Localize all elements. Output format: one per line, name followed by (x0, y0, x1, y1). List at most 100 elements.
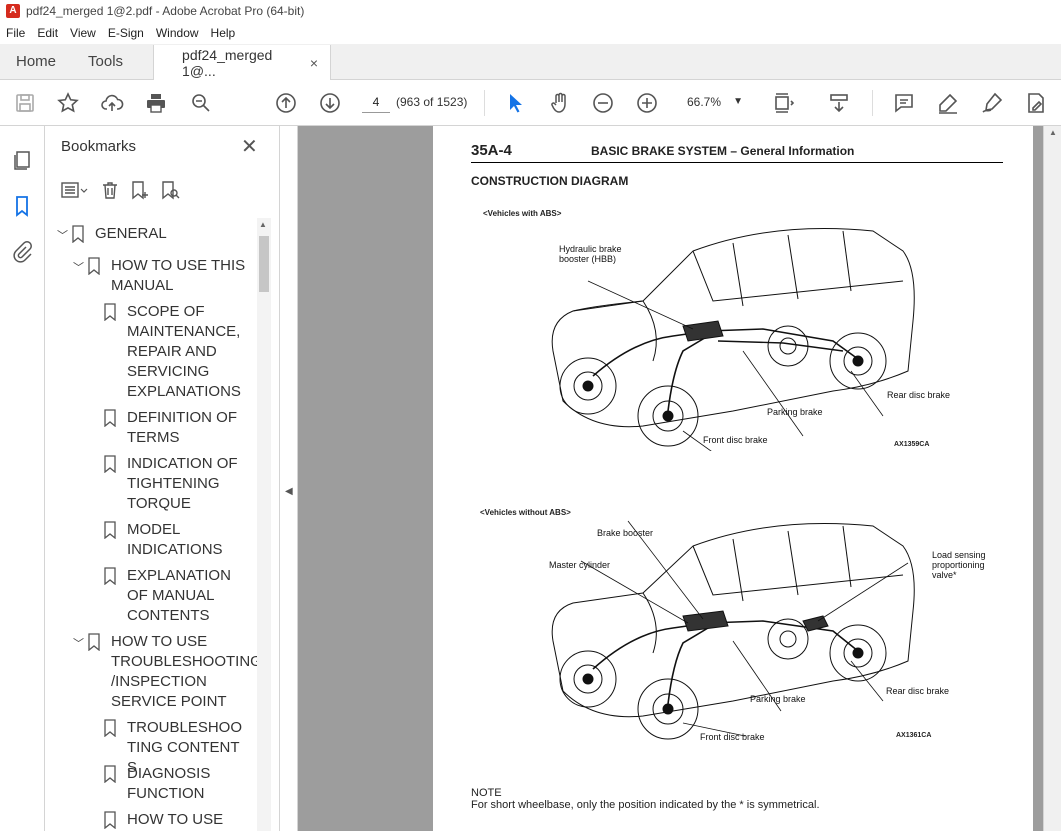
menu-bar: File Edit View E-Sign Window Help (0, 22, 1061, 44)
new-bookmark-icon[interactable] (125, 178, 155, 202)
page-code: 35A-4 (471, 142, 512, 159)
bookmark-label: MODEL INDICATIONS (127, 521, 223, 558)
hand-tool-icon[interactable] (547, 90, 573, 116)
bookmark-item[interactable]: SCOPE OF MAINTENANCE, REPAIR AND SERVICI… (103, 302, 247, 402)
edit-pdf-icon[interactable] (1023, 90, 1049, 116)
find-bookmark-icon[interactable] (155, 178, 185, 202)
bookmark-item[interactable]: EXPLANATION OF MANUAL CONTENTS (103, 566, 251, 626)
document-scrollbar[interactable]: ▲ (1043, 126, 1061, 831)
bookmark-icon (104, 455, 116, 473)
bookmark-icon (104, 811, 116, 829)
bookmark-item[interactable]: ﹀ HOW TO USE TROUBLESHOOTING /INSPECTION… (73, 632, 262, 712)
bookmark-options-icon[interactable] (59, 178, 89, 202)
scroll-mode-icon[interactable] (826, 90, 852, 116)
bookmark-icon (104, 719, 116, 737)
menu-file[interactable]: File (6, 26, 26, 40)
highlight-pen-icon[interactable] (935, 90, 961, 116)
toolbar-divider (872, 90, 873, 116)
next-page-icon[interactable] (317, 90, 343, 116)
zoom-in-icon[interactable] (634, 90, 660, 116)
bookmark-icon (88, 257, 100, 275)
diagram-label: Rear disc brake (886, 686, 950, 696)
zoom-search-icon[interactable] (188, 90, 214, 116)
zoom-level-value: 66.7% (687, 95, 722, 109)
chevron-down-icon: ▼ (733, 96, 743, 107)
star-icon[interactable] (55, 90, 81, 116)
zoom-level-dropdown[interactable]: 66.7% ▼ (677, 91, 747, 113)
menu-help[interactable]: Help (210, 26, 236, 40)
chevron-down-icon[interactable]: ﹀ (73, 638, 84, 650)
bookmark-item[interactable]: DIAGNOSIS FUNCTION (103, 764, 247, 804)
menu-edit[interactable]: Edit (37, 26, 59, 40)
upload-cloud-icon[interactable] (99, 90, 125, 116)
bookmark-label: DIAGNOSIS FUNCTION (127, 765, 211, 802)
vehicle-brake-diagram-no-abs (551, 520, 915, 740)
delete-bookmark-icon[interactable] (95, 178, 125, 202)
bookmarks-toolbar (59, 178, 185, 202)
bookmark-item[interactable]: MODEL INDICATIONS (103, 520, 247, 560)
menu-view[interactable]: View (70, 26, 96, 40)
bookmark-label: EXPLANATION OF MANUAL CONTENTS (127, 567, 231, 624)
bookmark-item[interactable]: HOW TO USE (103, 810, 247, 830)
note-text: For short wheelbase, only the position i… (471, 799, 820, 811)
pdf-page: 35A-4 BASIC BRAKE SYSTEM – General Infor… (433, 126, 1033, 831)
scroll-up-icon[interactable]: ▲ (1049, 128, 1057, 137)
diagram-label: Parking brake (767, 407, 823, 417)
bookmark-label: DEFINITION OF TERMS (127, 409, 237, 446)
bookmark-item[interactable]: DEFINITION OF TERMS (103, 408, 247, 448)
document-tab-label: pdf24_merged 1@... (182, 47, 273, 79)
document-viewer[interactable]: 35A-4 BASIC BRAKE SYSTEM – General Infor… (298, 126, 1043, 831)
toolbar-divider (484, 90, 485, 116)
bookmarks-scrollbar[interactable]: ▲ (257, 218, 271, 831)
bookmark-item[interactable]: TROUBLESHOOTING CONTENTS (103, 718, 245, 778)
diagram-label: Rear disc brake (887, 390, 951, 400)
bookmark-icon (104, 521, 116, 539)
attachments-paperclip-icon[interactable] (10, 240, 34, 264)
save-icon[interactable] (12, 90, 38, 116)
bookmark-label: GENERAL (95, 225, 167, 242)
diagram-label: Brake booster (597, 528, 654, 538)
bookmark-label: HOW TO USE THIS MANUAL (111, 257, 246, 294)
page-header-title: BASIC BRAKE SYSTEM – General Information (591, 144, 855, 158)
vehicle-brake-diagram-abs (551, 228, 915, 451)
tab-home[interactable]: Home (16, 53, 57, 70)
bookmark-item[interactable]: ﹀ HOW TO USE THIS MANUAL (73, 256, 246, 296)
note-heading: NOTE (471, 787, 502, 799)
bookmarks-title: Bookmarks (61, 138, 137, 155)
bookmark-label: HOW TO USE TROUBLESHOOTING /INSPECTION S… (111, 633, 262, 710)
collapse-panel-icon[interactable]: ◀ (285, 486, 293, 497)
sign-pen-icon[interactable] (979, 90, 1005, 116)
bookmark-icon (88, 633, 100, 651)
scrollbar-thumb[interactable] (259, 236, 269, 292)
menu-esign[interactable]: E-Sign (107, 26, 144, 40)
left-navigation-rail (0, 126, 45, 831)
toolbar: 4 (963 of 1523) 66.7% ▼ (0, 80, 1061, 126)
chevron-down-icon[interactable]: ﹀ (73, 262, 84, 274)
tab-document[interactable]: pdf24_merged 1@... × (153, 45, 332, 81)
bookmark-icon (104, 409, 116, 427)
bookmark-item[interactable]: INDICATION OF TIGHTENING TORQUE (103, 454, 247, 514)
chevron-down-icon[interactable]: ﹀ (57, 230, 68, 242)
zoom-out-icon[interactable] (590, 90, 616, 116)
bookmark-icon (104, 303, 116, 321)
close-panel-icon[interactable]: ✕ (241, 136, 258, 158)
page-fit-icon[interactable] (771, 90, 797, 116)
page-number-input[interactable]: 4 (362, 91, 390, 113)
select-cursor-icon[interactable] (503, 90, 529, 116)
bookmark-icon (72, 225, 84, 243)
close-tab-icon[interactable]: × (309, 55, 319, 71)
window-title: pdf24_merged 1@2.pdf - Adobe Acrobat Pro… (26, 4, 305, 18)
bookmarks-panel-icon[interactable] (10, 194, 34, 218)
scroll-up-icon[interactable]: ▲ (259, 220, 267, 229)
tab-tools[interactable]: Tools (88, 53, 124, 70)
print-icon[interactable] (143, 90, 169, 116)
bookmark-item[interactable]: ﹀ GENERAL (57, 224, 235, 244)
comment-icon[interactable] (891, 90, 917, 116)
previous-page-icon[interactable] (273, 90, 299, 116)
diagram-label: Parking brake (750, 694, 806, 704)
section-heading: CONSTRUCTION DIAGRAM (471, 174, 629, 188)
title-bar: A pdf24_merged 1@2.pdf - Adobe Acrobat P… (0, 0, 1061, 22)
menu-window[interactable]: Window (155, 26, 199, 40)
page-thumbnails-icon[interactable] (10, 148, 34, 172)
panel-collapse-bar[interactable]: ◀ (280, 126, 298, 831)
